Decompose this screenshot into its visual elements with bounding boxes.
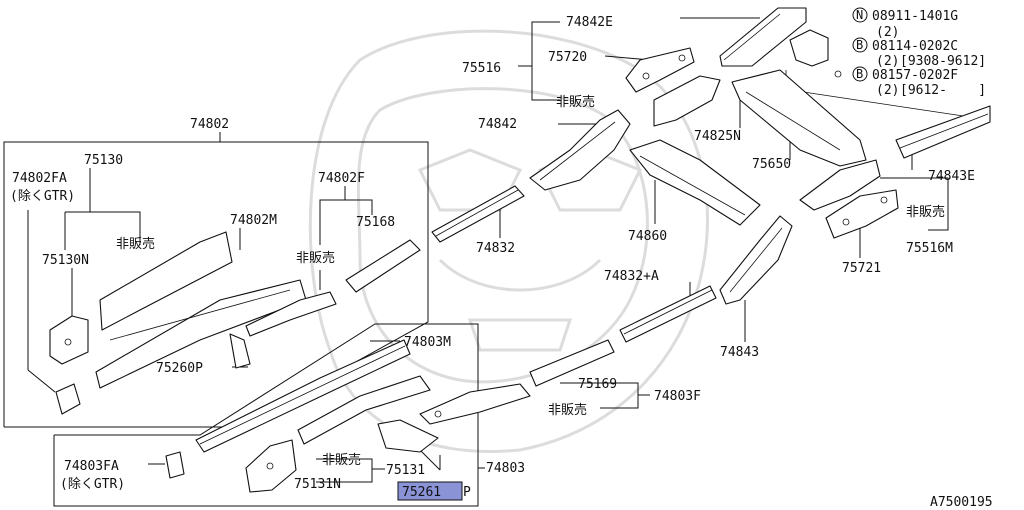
label-74802[interactable]: 74802 [190, 117, 229, 132]
label-75261P-highlighted[interactable]: 75261 P [397, 481, 471, 501]
label-nonsale-bottom: 非販売 [322, 452, 361, 468]
fastener-2-range: [9308-9612] [900, 54, 986, 69]
part-74843E[interactable] [895, 105, 991, 159]
fastener-legend: N 08911-1401G (2) B 08114-0202C (2) [930… [852, 7, 986, 98]
part-75130N[interactable] [49, 315, 89, 365]
label-75516[interactable]: 75516 [462, 61, 501, 76]
label-74802F[interactable]: 74802F [318, 171, 365, 186]
label-74803M[interactable]: 74803M [404, 335, 451, 350]
leader-lines [27, 17, 949, 483]
label-nonsale-lower: 非販売 [548, 402, 587, 418]
label-75131N[interactable]: 75131N [294, 477, 341, 492]
part-74842-upper[interactable] [653, 75, 721, 127]
part-74860[interactable] [629, 139, 761, 226]
label-75261P-suffix: P [463, 485, 471, 500]
label-74825N[interactable]: 74825N [694, 129, 741, 144]
diagram-id: A7500195 [930, 495, 993, 510]
label-75130N[interactable]: 75130N [42, 253, 89, 268]
part-74832[interactable] [431, 185, 525, 243]
group-box-74802 [3, 132, 429, 428]
label-75260P[interactable]: 75260P [156, 361, 203, 376]
part-75721[interactable] [825, 189, 899, 239]
part-75720[interactable] [625, 47, 695, 93]
part-75261P[interactable] [377, 419, 439, 453]
label-74802M[interactable]: 74802M [230, 213, 277, 228]
part-74802-main-panel[interactable] [95, 231, 307, 389]
fastener-2-qty: (2) [876, 54, 899, 69]
label-74803[interactable]: 74803 [486, 461, 525, 476]
part-74803FA[interactable] [165, 451, 185, 479]
fastener-2-symbol: B [856, 38, 863, 52]
label-74802FA[interactable]: 74802FA [12, 171, 67, 186]
label-74843[interactable]: 74843 [720, 345, 759, 360]
part-74842E[interactable] [719, 7, 807, 67]
part-74842[interactable] [529, 109, 631, 191]
fastener-1[interactable]: N 08911-1401G (2) [852, 7, 958, 40]
part-74825N[interactable] [731, 69, 867, 167]
label-75131[interactable]: 75131 [386, 463, 425, 478]
part-74802F[interactable] [245, 291, 337, 337]
fastener-2-code: 08114-0202C [872, 39, 958, 54]
part-74832A[interactable] [619, 285, 717, 343]
label-74843E[interactable]: 74843E [928, 169, 975, 184]
label-75720[interactable]: 75720 [548, 50, 587, 65]
label-nonsale-right: 非販売 [906, 204, 945, 220]
part-74803M[interactable] [195, 339, 411, 453]
group-box-74803 [53, 323, 479, 507]
fastener-3-symbol: B [856, 67, 863, 81]
fastener-1-qty: (2) [876, 25, 899, 40]
fastener-3[interactable]: B 08157-0202F (2) [9612- ] [852, 66, 986, 98]
label-75130[interactable]: 75130 [84, 153, 123, 168]
part-75168[interactable] [345, 239, 421, 293]
label-excl-gtr-1: (除くGTR) [10, 189, 75, 204]
fastener-symbol-n-icon [852, 7, 868, 23]
fastener-symbol-b-icon [852, 66, 868, 82]
label-75169[interactable]: 75169 [578, 377, 617, 392]
part-74803F[interactable] [419, 383, 531, 425]
label-74803FA[interactable]: 74803FA [64, 459, 119, 474]
label-75261P-main: 75261 [402, 485, 441, 500]
fastener-1-code: 08911-1401G [872, 9, 958, 24]
part-74843[interactable] [719, 215, 793, 305]
label-75650[interactable]: 75650 [752, 157, 791, 172]
part-74802FA[interactable] [55, 383, 81, 415]
fastener-2[interactable]: B 08114-0202C (2) [9308-9612] [852, 37, 986, 69]
label-75516M[interactable]: 75516M [906, 241, 953, 256]
label-74860[interactable]: 74860 [628, 229, 667, 244]
label-74803F[interactable]: 74803F [654, 389, 701, 404]
label-excl-gtr-2: (除くGTR) [60, 477, 125, 492]
part-75169[interactable] [529, 339, 615, 387]
fastener-3-range: [9612- ] [900, 83, 986, 98]
label-74832[interactable]: 74832 [476, 241, 515, 256]
label-nonsale-mid: 非販売 [296, 250, 335, 266]
label-74842E[interactable]: 74842E [566, 15, 613, 30]
part-75516M-right[interactable] [799, 159, 881, 211]
fastener-symbol-b-icon [852, 37, 868, 53]
label-75721[interactable]: 75721 [842, 261, 881, 276]
fastener-3-code: 08157-0202F [872, 68, 958, 83]
fastener-3-qty: (2) [876, 83, 899, 98]
fastener-1-symbol: N [856, 8, 863, 22]
part-75260P[interactable] [229, 333, 251, 369]
label-74842[interactable]: 74842 [478, 117, 517, 132]
label-nonsale-left: 非販売 [116, 236, 155, 252]
part-74803-inner[interactable] [297, 375, 431, 445]
label-74832A[interactable]: 74832+A [604, 269, 659, 284]
label-75168[interactable]: 75168 [356, 215, 395, 230]
label-nonsale-top: 非販売 [556, 94, 595, 110]
part-75131N[interactable] [245, 439, 297, 493]
